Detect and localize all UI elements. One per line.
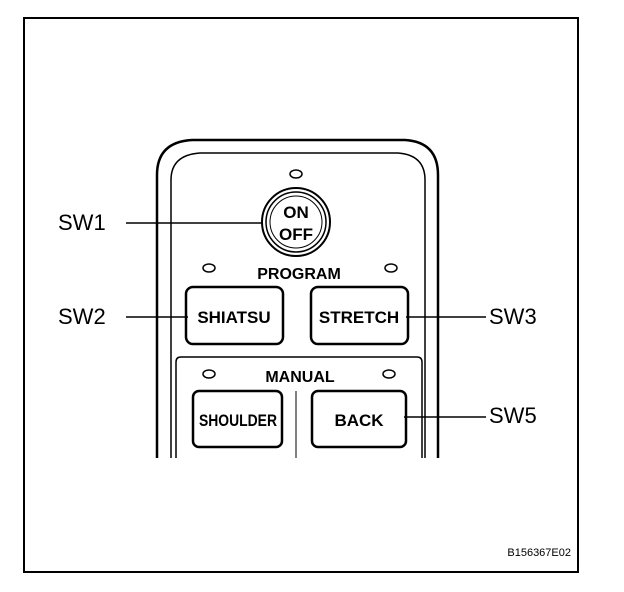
shiatsu-button[interactable]: SHIATSU <box>184 285 285 346</box>
program-indicator-left <box>202 263 216 273</box>
shiatsu-button-label: SHIATSU <box>197 308 270 327</box>
on-off-label-off: OFF <box>279 225 313 244</box>
stretch-button-label: STRETCH <box>319 308 399 327</box>
callout-sw5: SW5 <box>489 403 537 428</box>
callout-sw3: SW3 <box>489 304 537 329</box>
manual-section-panel <box>175 356 423 458</box>
on-off-button[interactable]: ON OFF <box>261 187 331 257</box>
shoulder-button-label: SHOULDER <box>199 411 277 430</box>
callout-sw1: SW1 <box>58 210 106 235</box>
top-indicator-led <box>289 169 303 179</box>
stretch-button[interactable]: STRETCH <box>309 285 410 346</box>
manual-indicator-left <box>202 369 216 379</box>
remote-body-inner <box>170 152 426 458</box>
figure-frame <box>23 17 579 573</box>
program-label: PROGRAM <box>257 266 341 283</box>
remote-body-outer <box>155 138 440 458</box>
figure-code: B156367E02 <box>507 547 571 559</box>
back-button-label: BACK <box>334 411 384 430</box>
manual-indicator-right <box>382 369 396 379</box>
manual-label: MANUAL <box>265 369 335 386</box>
program-indicator-right <box>384 263 398 273</box>
callout-sw2: SW2 <box>58 304 106 329</box>
back-button[interactable]: BACK <box>310 389 408 449</box>
on-off-label-on: ON <box>283 203 309 222</box>
shoulder-button[interactable]: SHOULDER <box>191 389 284 449</box>
